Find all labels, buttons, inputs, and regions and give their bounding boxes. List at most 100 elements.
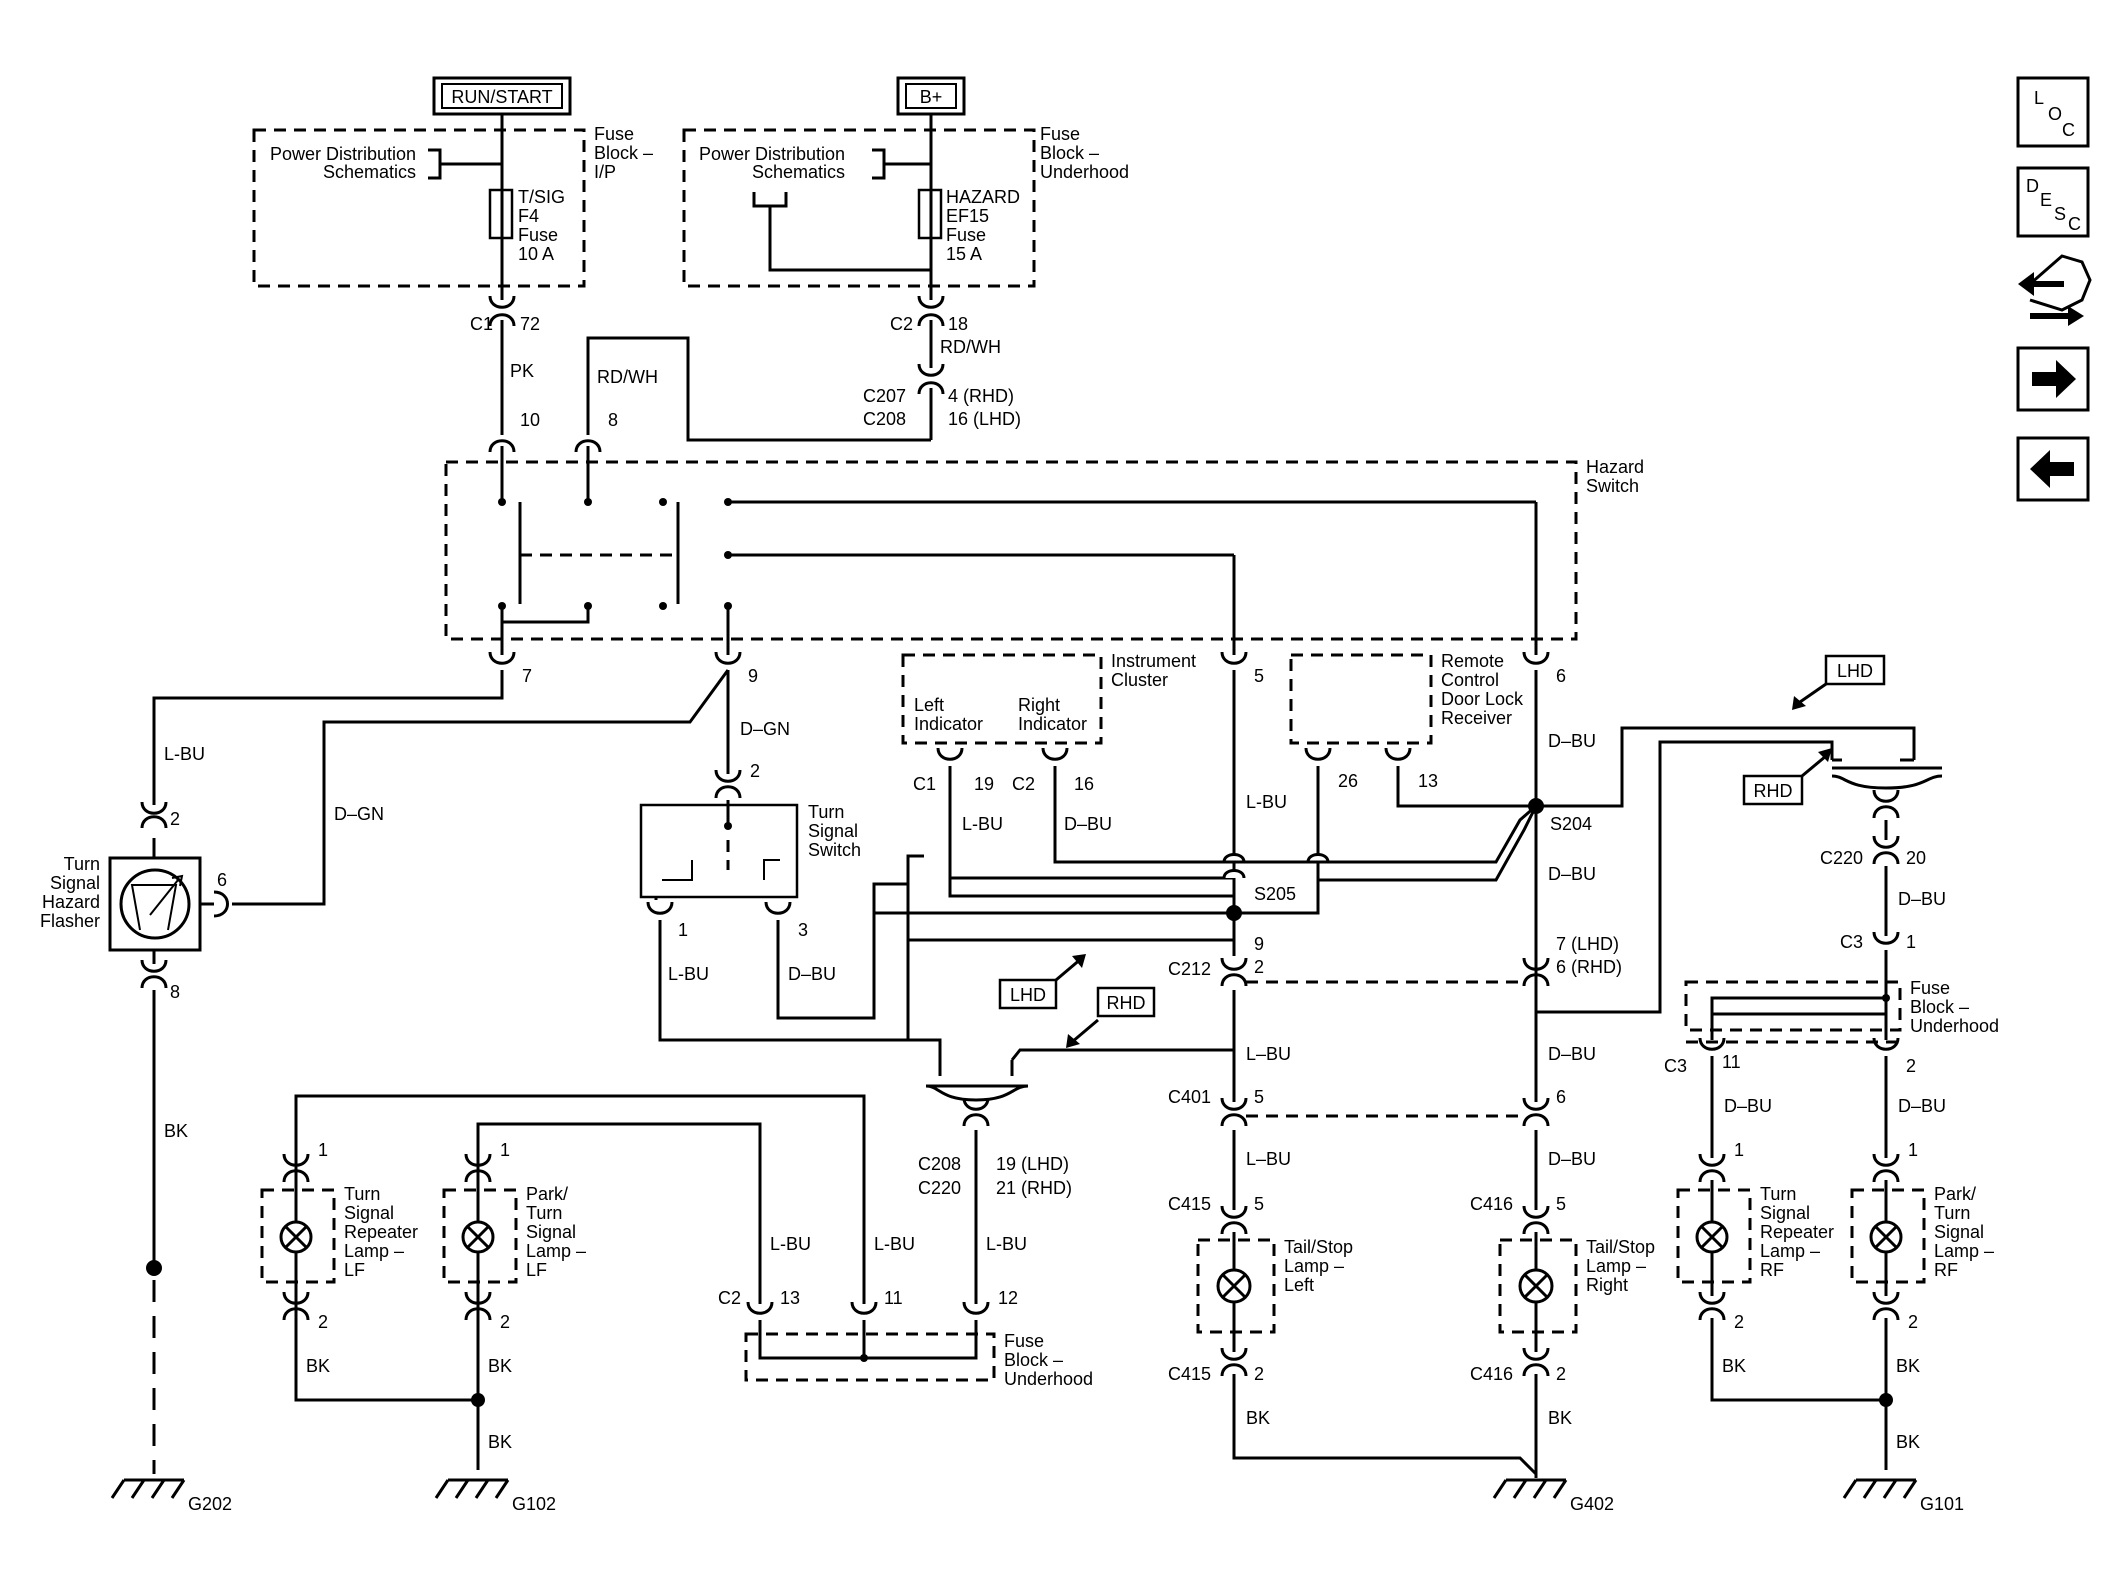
turn-signal-hazard-flasher: Turn Signal Hazard Flasher 2 6 8 L-BU D–… xyxy=(40,669,730,1474)
c2-lower-pin-13: 13 xyxy=(780,1288,800,1308)
next-page-button[interactable] xyxy=(2016,346,2090,412)
rc-label-1: Remote xyxy=(1441,651,1504,671)
c3b-label: C3 xyxy=(1664,1056,1687,1076)
trr-pin-1: 1 xyxy=(1734,1140,1744,1160)
hazard-pin-6: 6 xyxy=(1556,666,1566,686)
c415-label-top: C415 xyxy=(1168,1194,1211,1214)
conn-c207-label: C207 xyxy=(863,386,906,406)
loc-o: O xyxy=(2048,104,2062,124)
ic-c2-label: C2 xyxy=(1012,774,1035,794)
lamp-tail-stop-right: C416 5 C416 2 BK Tail/Stop Lamp – Right xyxy=(1470,1194,1655,1478)
conn-c2-pin: 18 xyxy=(948,314,968,334)
ground-g101: G101 xyxy=(1842,1478,1964,1514)
fuse-block-ip-label-3: I/P xyxy=(594,162,616,182)
desc-s: S xyxy=(2054,204,2066,224)
previous-page-button[interactable] xyxy=(2016,436,2090,502)
ptl-label-3: Signal xyxy=(526,1222,576,1242)
instrument-cluster: Instrument Cluster Left Indicator Right … xyxy=(901,651,1234,878)
trl-pin-2: 2 xyxy=(318,1312,328,1332)
ptr-label-1: Park/ xyxy=(1934,1184,1976,1204)
ptl-label-1: Park/ xyxy=(526,1184,568,1204)
tss-label-2: Signal xyxy=(808,821,858,841)
wire-dbu-c212: D–BU xyxy=(1548,1044,1596,1064)
splice-wiring: S205 S204 L-BU D–BU D–BU xyxy=(874,670,1916,1040)
ptr-label-5: RF xyxy=(1934,1260,1958,1280)
trl-label-1: Turn xyxy=(344,1184,380,1204)
tsr-label-1: Tail/Stop xyxy=(1586,1237,1655,1257)
lamp-park-turn-lf: 1 2 BK BK Park/ Turn Signal Lamp – LF xyxy=(442,1140,586,1470)
c208-pin-lower: 19 (LHD) xyxy=(996,1154,1069,1174)
trr-label-1: Turn xyxy=(1760,1184,1796,1204)
right-ind-2: Indicator xyxy=(1018,714,1087,734)
fuse-ef15-id: EF15 xyxy=(946,206,989,226)
ic-c2-pin: 16 xyxy=(1074,774,1094,794)
loc-c: C xyxy=(2062,120,2075,140)
ic-label-2: Cluster xyxy=(1111,670,1168,690)
conn-c207-pin: 4 (RHD) xyxy=(948,386,1014,406)
lhd-rhd-junction-right: LHD RHD C220 20 D–BU C3 1 xyxy=(1742,654,1946,952)
g202-label: G202 xyxy=(188,1494,232,1514)
fuse-f4-name: T/SIG xyxy=(518,187,565,207)
flasher-label-2: Signal xyxy=(50,873,100,893)
bplus-label: B+ xyxy=(920,87,943,107)
ptl-label-5: LF xyxy=(526,1260,547,1280)
trr-label-5: RF xyxy=(1760,1260,1784,1280)
lhd-label-right: LHD xyxy=(1837,661,1873,681)
top-wiring: C1 72 C2 18 PK RD/WH RD/WH C207 C208 4 (… xyxy=(470,294,1021,454)
description-button[interactable]: D E S C xyxy=(2016,166,2090,238)
flasher-label-1: Turn xyxy=(64,854,100,874)
wire-bk-ptr: BK xyxy=(1896,1356,1920,1376)
ts-pin-2: 2 xyxy=(750,761,760,781)
fuse-block-underhood-lower: C2 13 11 12 L-BU L-BU L-BU Fuse Block – … xyxy=(294,1094,1093,1389)
fbu-lower-2: Block – xyxy=(1004,1350,1063,1370)
wire-lbu-13: L-BU xyxy=(770,1234,811,1254)
fuse-block-ip-label-1: Fuse xyxy=(594,124,634,144)
c220-pin-lower: 21 (RHD) xyxy=(996,1178,1072,1198)
fuse-ef15-name: HAZARD xyxy=(946,187,1020,207)
rc-label-4: Receiver xyxy=(1441,708,1512,728)
location-button[interactable]: L O C xyxy=(2016,76,2090,148)
conn-c208-label: C208 xyxy=(863,409,906,429)
c401-pin-5: 5 xyxy=(1254,1087,1264,1107)
fuse-f4-id: F4 xyxy=(518,206,539,226)
c416-pin-2: 2 xyxy=(1556,1364,1566,1384)
wire-dbu-c401: D–BU xyxy=(1548,1149,1596,1169)
lhd-label-left: LHD xyxy=(1010,985,1046,1005)
wire-bk-tsl: BK xyxy=(1246,1408,1270,1428)
trl-label-3: Repeater xyxy=(344,1222,418,1242)
trr-pin-2: 2 xyxy=(1734,1312,1744,1332)
c220-pin-20: 20 xyxy=(1906,848,1926,868)
wire-pk-label: PK xyxy=(510,361,534,381)
lhd-rhd-junction-left: LHD RHD C208 C220 19 (LHD) 21 (RHD) xyxy=(908,954,1156,1304)
wire-dbu-c3b-2: D–BU xyxy=(1898,1096,1946,1116)
remote-door-lock-receiver: Remote Control Door Lock Receiver 26 13 xyxy=(1289,651,1536,878)
fbu-lower-3: Underhood xyxy=(1004,1369,1093,1389)
wire-dbu-c220: D–BU xyxy=(1898,889,1946,909)
c2-lower-pin-11: 11 xyxy=(884,1288,903,1308)
trl-label-2: Signal xyxy=(344,1203,394,1223)
wire-bk-trr: BK xyxy=(1722,1356,1746,1376)
fbu-lower-1: Fuse xyxy=(1004,1331,1044,1351)
hazard-pin-7: 7 xyxy=(522,666,532,686)
wire-dbu-s204: D–BU xyxy=(1548,864,1596,884)
wire-dgn-ts: D–GN xyxy=(740,719,790,739)
c212-pin-6rhd: 6 (RHD) xyxy=(1556,957,1622,977)
tsl-label-2: Lamp – xyxy=(1284,1256,1344,1276)
wire-dbu-c3b-11: D–BU xyxy=(1724,1096,1772,1116)
c212-label: C212 xyxy=(1168,959,1211,979)
ptl-pin-1: 1 xyxy=(500,1140,510,1160)
fuse-ef15-word: Fuse xyxy=(946,225,986,245)
c401-pin-6: 6 xyxy=(1556,1087,1566,1107)
hazard-bottom-connectors: 7 9 5 6 xyxy=(488,650,1566,686)
component-view-button[interactable] xyxy=(2018,254,2092,326)
trr-label-4: Lamp – xyxy=(1760,1241,1820,1261)
wire-bk-g101: BK xyxy=(1896,1432,1920,1452)
c416-pin-5: 5 xyxy=(1556,1194,1566,1214)
flasher-label-4: Flasher xyxy=(40,911,100,931)
ic-c1-label: C1 xyxy=(913,774,936,794)
flasher-label-3: Hazard xyxy=(42,892,100,912)
wire-dbu-hz6: D–BU xyxy=(1548,731,1596,751)
tsr-label-3: Right xyxy=(1586,1275,1628,1295)
fuse-f4-amp: 10 A xyxy=(518,244,554,264)
